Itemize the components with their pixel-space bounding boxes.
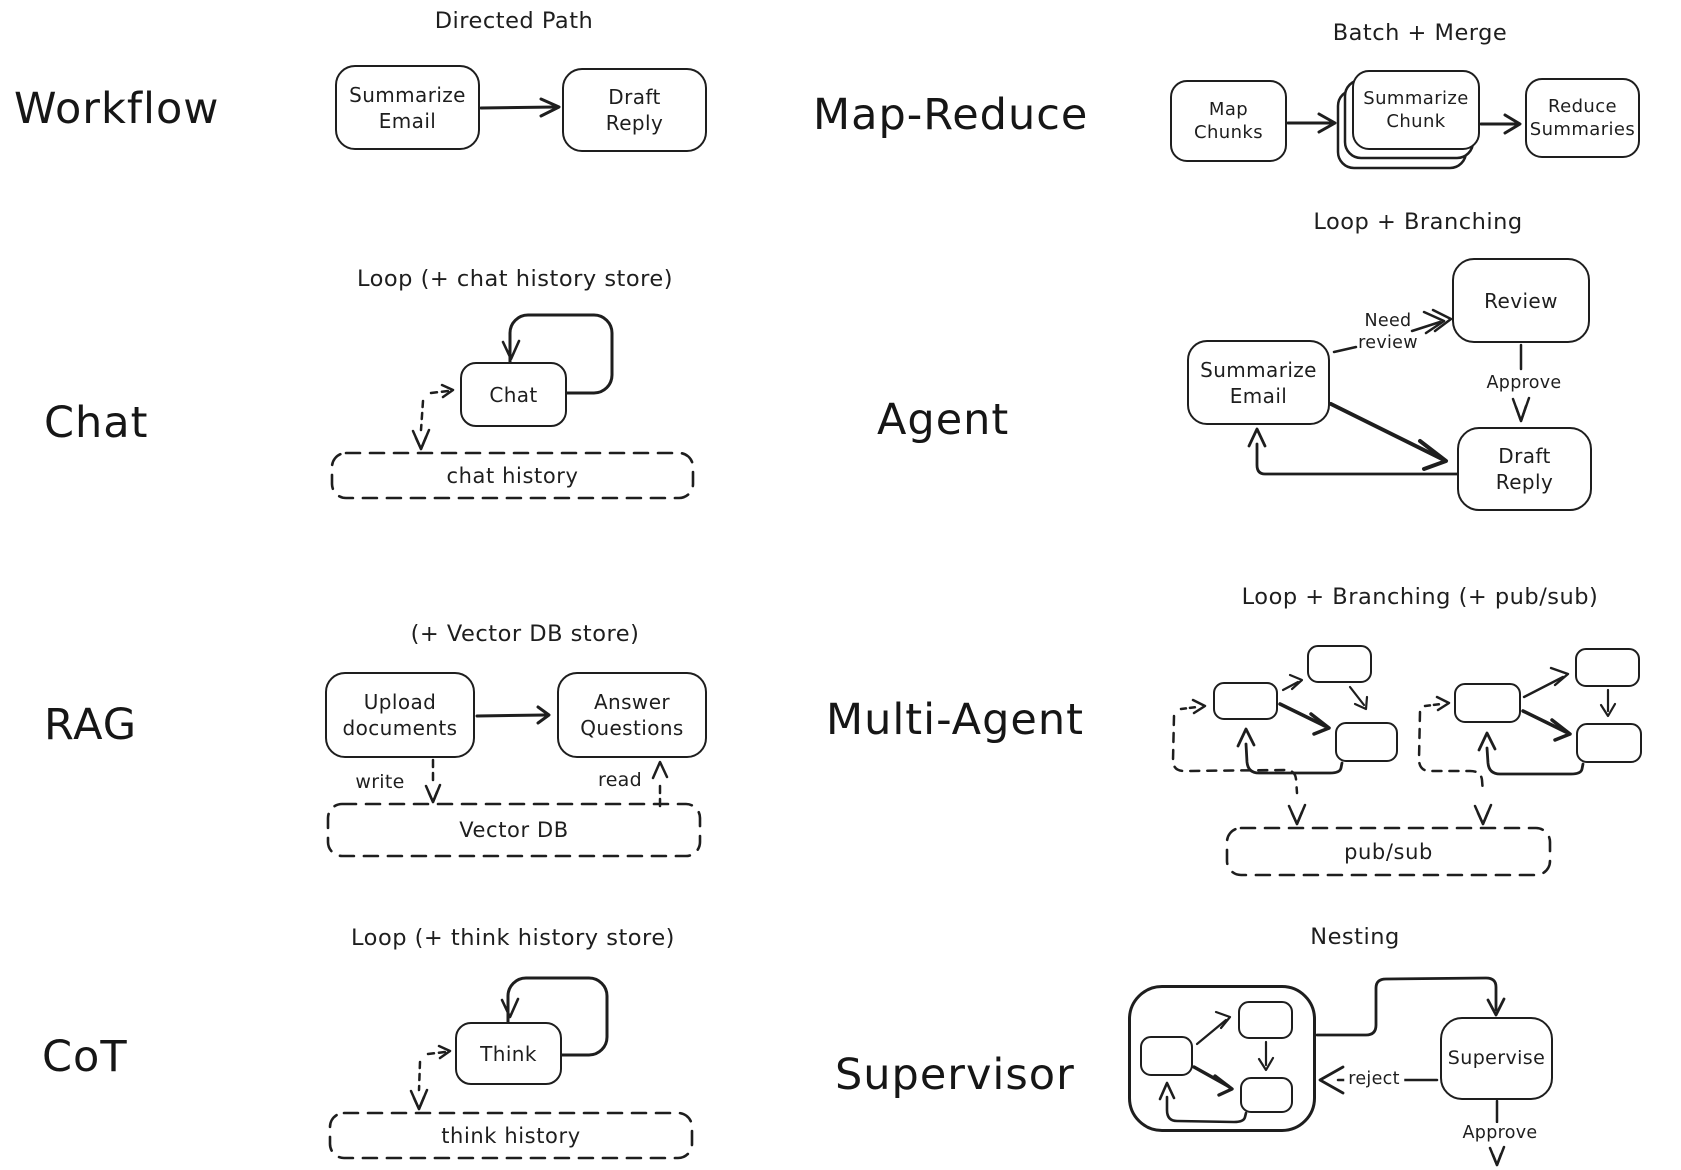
cot-node-think: Think (455, 1022, 562, 1085)
supervisor-node-supervise: Supervise (1440, 1017, 1553, 1100)
chat-node-chat: Chat (460, 362, 567, 427)
multi-agent-left-cluster-arrows (1171, 673, 1369, 826)
multi-agent-right-cluster-arrows (1417, 666, 1617, 826)
section-label-map-reduce: Map-Reduce (813, 90, 1089, 140)
agent-node-draft-reply: Draft Reply (1457, 427, 1592, 511)
map-reduce-node-reduce-summaries: Reduce Summaries (1525, 78, 1640, 158)
rag-edge-label-read: read (598, 769, 642, 792)
section-label-chat: Chat (44, 398, 149, 448)
supervisor-edge-label-approve: Approve (1459, 1123, 1541, 1145)
section-label-cot: CoT (42, 1032, 128, 1082)
workflow-title: Directed Path (434, 8, 594, 34)
multi-agent-node (1213, 682, 1278, 720)
rag-title: (+ Vector DB store) (410, 621, 640, 647)
map-reduce-title: Batch + Merge (1332, 20, 1508, 46)
vector-db-store-label: Vector DB (459, 818, 569, 842)
multi-agent-node (1576, 723, 1642, 763)
supervisor-arrows (1158, 976, 1506, 1167)
section-label-multi-agent: Multi-Agent (826, 695, 1084, 745)
chat-history-store-label: chat history (446, 463, 579, 488)
rag-edge-label-write: write (355, 771, 405, 794)
rag-node-upload-documents: Upload documents (325, 672, 475, 758)
section-label-rag: RAG (44, 700, 138, 750)
multi-agent-node (1575, 648, 1640, 687)
pub-sub-store-box (1225, 826, 1552, 877)
agent-title: Loop + Branching (1313, 209, 1523, 235)
multi-agent-node (1307, 645, 1372, 683)
chat-title: Loop (+ chat history store) (356, 266, 674, 292)
map-reduce-node-map-chunks: Map Chunks (1170, 80, 1287, 162)
workflow-node-draft-reply: Draft Reply (562, 68, 707, 152)
agent-edge-label-approve: Approve (1486, 373, 1562, 394)
map-reduce-node-summarize-chunk: Summarize Chunk (1352, 70, 1480, 150)
section-label-agent: Agent (877, 395, 1010, 445)
supervisor-inner-node (1140, 1036, 1193, 1076)
workflow-arrow (479, 97, 561, 118)
agent-arrows (1247, 308, 1531, 476)
supervisor-nested-container (1128, 985, 1316, 1132)
pub-sub-store-label: pub/sub (1344, 839, 1433, 864)
agent-node-summarize-email: Summarize Email (1187, 340, 1330, 425)
store-boxes (326, 451, 1552, 1160)
supervisor-inner-node (1238, 1001, 1293, 1039)
think-history-store-label: think history (441, 1123, 581, 1148)
cot-title: Loop (+ think history store) (351, 925, 675, 951)
agent-edge-label-need-review: Need review (1358, 311, 1418, 353)
multi-agent-title: Loop + Branching (+ pub/sub) (1241, 584, 1599, 610)
think-history-store-box (328, 1111, 694, 1160)
supervisor-title: Nesting (1310, 924, 1400, 950)
supervisor-edge-label-reject: reject (1344, 1069, 1404, 1091)
supervisor-inner-node (1240, 1077, 1293, 1113)
multi-agent-node (1335, 722, 1398, 762)
rag-node-answer-questions: Answer Questions (557, 672, 707, 758)
section-label-workflow: Workflow (14, 84, 220, 134)
chat-history-store-box (330, 451, 695, 500)
vector-db-store-box (326, 802, 702, 858)
rag-arrows (424, 705, 669, 808)
workflow-node-summarize-email: Summarize Email (335, 65, 480, 150)
section-label-supervisor: Supervisor (835, 1050, 1075, 1100)
agent-node-review: Review (1452, 258, 1590, 343)
multi-agent-node (1454, 683, 1521, 723)
